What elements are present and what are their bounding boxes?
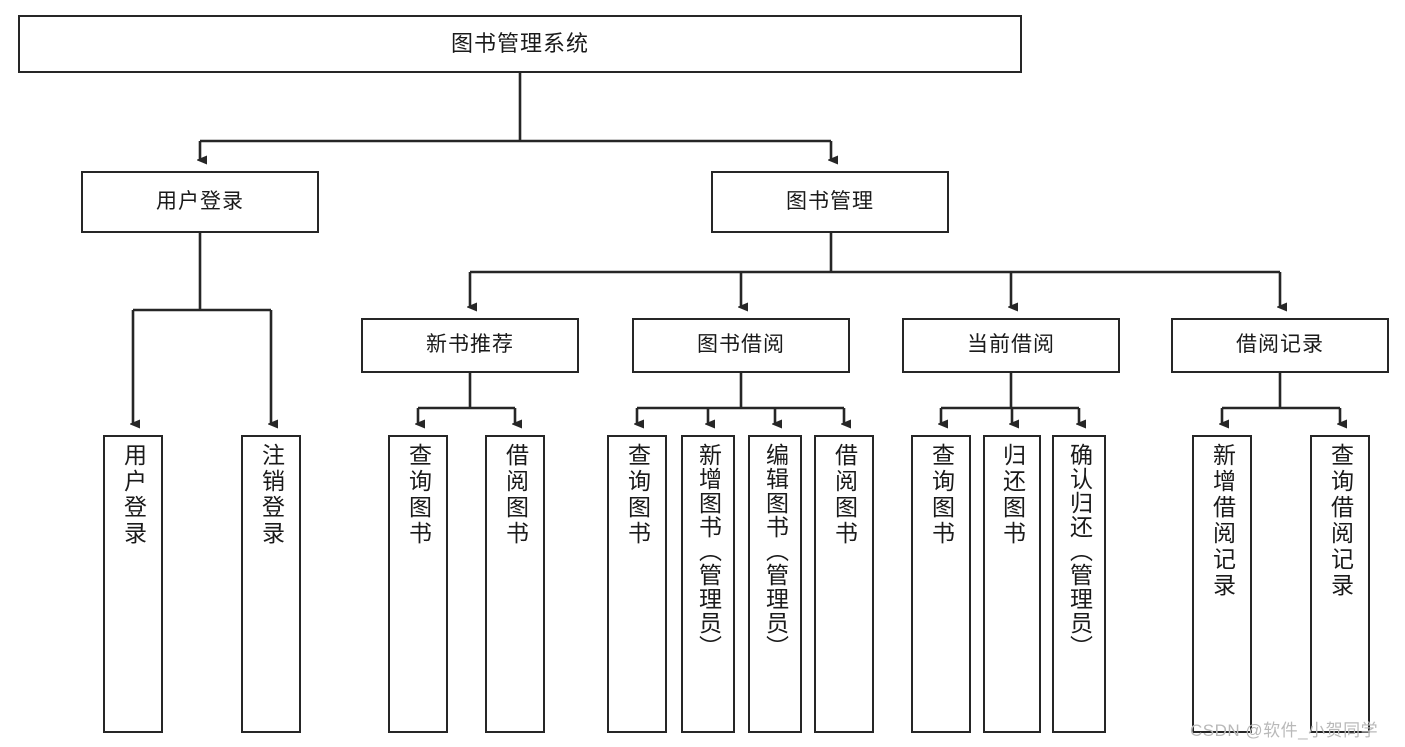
node-leaf-return-book-label: 归还图书 xyxy=(999,443,1026,547)
node-current-borrow[interactable]: 当前借阅 xyxy=(902,318,1120,373)
node-borrow-record-label: 借阅记录 xyxy=(1236,333,1324,357)
node-leaf-edit-book[interactable]: 编辑图书（管理员） xyxy=(748,435,802,733)
node-leaf-return-book[interactable]: 归还图书 xyxy=(983,435,1041,733)
node-leaf-add-book[interactable]: 新增图书（管理员） xyxy=(681,435,735,733)
node-leaf-query-book-1[interactable]: 查询图书 xyxy=(388,435,448,733)
node-leaf-confirm-return-label: 确认归还（管理员） xyxy=(1066,443,1093,659)
node-root[interactable]: 图书管理系统 xyxy=(18,15,1022,73)
node-root-label: 图书管理系统 xyxy=(450,31,589,57)
node-leaf-query-record-label: 查询借阅记录 xyxy=(1327,443,1354,599)
node-leaf-query-book-1-label: 查询图书 xyxy=(405,443,432,547)
node-leaf-query-book-3[interactable]: 查询图书 xyxy=(911,435,971,733)
node-book-borrow-label: 图书借阅 xyxy=(697,333,785,357)
node-leaf-user-login-label: 用户登录 xyxy=(120,443,147,547)
node-leaf-borrow-book-1-label: 借阅图书 xyxy=(502,443,529,547)
node-new-book-recommend[interactable]: 新书推荐 xyxy=(361,318,579,373)
node-book-manage-label: 图书管理 xyxy=(786,189,874,213)
node-leaf-borrow-book-2[interactable]: 借阅图书 xyxy=(814,435,874,733)
node-book-manage[interactable]: 图书管理 xyxy=(711,171,949,233)
node-leaf-logout-login[interactable]: 注销登录 xyxy=(241,435,301,733)
node-leaf-query-book-2[interactable]: 查询图书 xyxy=(607,435,667,733)
node-leaf-logout-login-label: 注销登录 xyxy=(258,443,285,547)
node-leaf-add-record[interactable]: 新增借阅记录 xyxy=(1192,435,1252,733)
node-current-borrow-label: 当前借阅 xyxy=(967,333,1055,357)
node-book-borrow[interactable]: 图书借阅 xyxy=(632,318,850,373)
node-leaf-confirm-return[interactable]: 确认归还（管理员） xyxy=(1052,435,1106,733)
node-leaf-borrow-book-2-label: 借阅图书 xyxy=(831,443,858,547)
node-leaf-borrow-book-1[interactable]: 借阅图书 xyxy=(485,435,545,733)
node-borrow-record[interactable]: 借阅记录 xyxy=(1171,318,1389,373)
node-user-login[interactable]: 用户登录 xyxy=(81,171,319,233)
watermark: CSDN @软件_小贺同学 xyxy=(1190,721,1379,740)
node-leaf-edit-book-label: 编辑图书（管理员） xyxy=(762,443,789,659)
node-leaf-query-record[interactable]: 查询借阅记录 xyxy=(1310,435,1370,733)
node-leaf-query-book-2-label: 查询图书 xyxy=(624,443,651,547)
node-leaf-add-record-label: 新增借阅记录 xyxy=(1209,443,1236,599)
node-user-login-label: 用户登录 xyxy=(156,189,244,213)
node-leaf-user-login[interactable]: 用户登录 xyxy=(103,435,163,733)
node-leaf-query-book-3-label: 查询图书 xyxy=(928,443,955,547)
node-new-book-recommend-label: 新书推荐 xyxy=(426,333,514,357)
node-leaf-add-book-label: 新增图书（管理员） xyxy=(695,443,722,659)
